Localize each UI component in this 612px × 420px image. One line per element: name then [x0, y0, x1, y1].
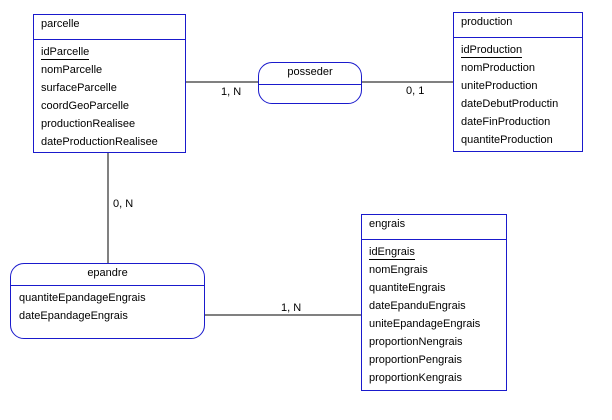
attribute: dateDebutProductin [461, 98, 559, 110]
attribute-primary-key: idParcelle [41, 46, 90, 60]
attribute: proportionPengrais [369, 354, 462, 366]
entity-engrais[interactable]: engrais idEngrais nomEngrais quantiteEng… [361, 214, 507, 391]
attribute: dateEpandageEngrais [19, 310, 128, 322]
entity-parcelle[interactable]: parcelle idParcelle nomParcelle surfaceP… [33, 14, 186, 153]
entity-attributes: idEngrais nomEngrais quantiteEngrais dat… [362, 239, 506, 387]
attribute: nomEngrais [369, 264, 428, 276]
attribute: surfaceParcelle [41, 82, 117, 94]
association-epandre[interactable]: epandre quantiteEpandageEngrais dateEpan… [10, 263, 205, 339]
attribute: productionRealisee [41, 118, 136, 130]
entity-title: production [461, 16, 513, 28]
entity-title: parcelle [41, 18, 80, 30]
attribute: uniteEpandageEngrais [369, 318, 481, 330]
entity-attributes: idProduction nomProduction uniteProducti… [454, 37, 582, 149]
attribute-primary-key: idProduction [461, 44, 523, 58]
cardinality-engrais-epandre: 1, N [281, 302, 302, 314]
association-title: epandre [87, 267, 128, 279]
attribute: proportionKengrais [369, 372, 462, 384]
attribute: nomProduction [461, 62, 535, 74]
attribute-primary-key: idEngrais [369, 246, 415, 260]
entity-production[interactable]: production idProduction nomProduction un… [453, 12, 583, 152]
attribute: proportionNengrais [369, 336, 463, 348]
attribute: dateProductionRealisee [41, 136, 158, 148]
attribute: dateEpanduEngrais [369, 300, 466, 312]
entity-title: engrais [369, 218, 406, 230]
entity-attributes: idParcelle nomParcelle surfaceParcelle c… [34, 39, 185, 151]
association-attributes: quantiteEpandageEngrais dateEpandageEngr… [11, 285, 204, 325]
attribute: nomParcelle [41, 64, 103, 76]
attribute: quantiteEpandageEngrais [19, 292, 146, 304]
attribute: quantiteEngrais [369, 282, 446, 294]
attribute: quantiteProduction [461, 134, 553, 146]
association-title: posseder [287, 66, 333, 78]
cardinality-parcelle-posseder: 1, N [221, 86, 242, 98]
attribute: uniteProduction [461, 80, 538, 92]
cardinality-parcelle-epandre: 0, N [113, 198, 134, 210]
association-posseder[interactable]: posseder [258, 62, 362, 104]
association-attributes [259, 84, 361, 88]
attribute: coordGeoParcelle [41, 100, 130, 112]
cardinality-production-posseder: 0, 1 [406, 85, 425, 97]
attribute: dateFinProduction [461, 116, 551, 128]
